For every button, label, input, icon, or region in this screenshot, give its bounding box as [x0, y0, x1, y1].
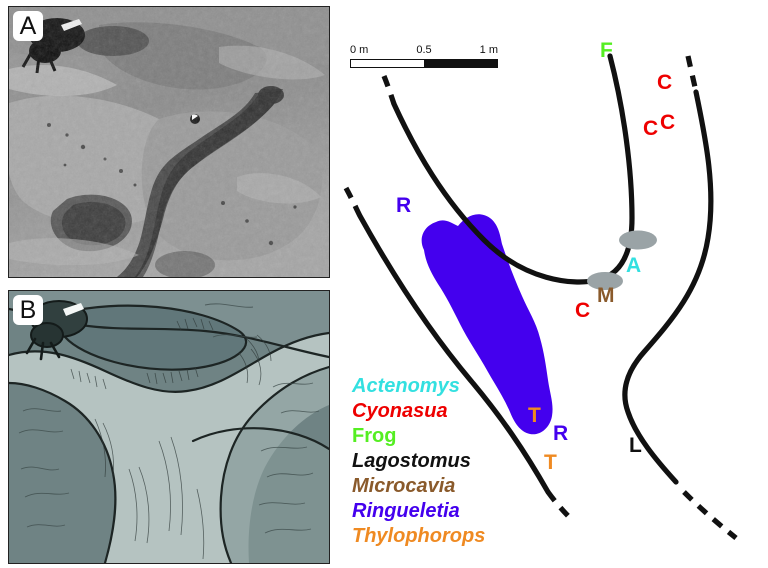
panel-c-map	[332, 0, 768, 568]
channel-margin-right-top-dashed	[685, 55, 699, 93]
map-marker-thylophorops: T	[528, 404, 541, 427]
channel-margin-right-bottom-dashed	[682, 490, 738, 541]
bone-ellipse	[619, 230, 657, 250]
panel-a-label: A	[13, 11, 43, 41]
map-marker-cyonasua: C	[575, 299, 591, 322]
map-marker-ringueletia: R	[396, 194, 412, 217]
map-marker-thylophorops: T	[544, 451, 557, 474]
legend-item-thylophorops: Thylophorops	[352, 525, 486, 547]
panel-a-image	[9, 7, 329, 277]
scale-bar-segment-white	[351, 60, 424, 67]
map-marker-microcavia: M	[597, 284, 615, 307]
map-marker-cyonasua: C	[657, 71, 673, 94]
map-marker-ringueletia: R	[553, 422, 569, 445]
channel-margin-left-dashed	[343, 186, 363, 218]
legend-item-lagostomus: Lagostomus	[352, 450, 471, 472]
map-marker-actenomys: A	[626, 254, 642, 277]
panel-b-line-drawing	[8, 290, 330, 564]
panel-b-image	[9, 291, 329, 563]
channel-margin-right	[622, 89, 714, 485]
scale-label-start: 0 m	[350, 44, 369, 56]
legend-item-frog: Frog	[352, 425, 397, 447]
scale-bar-labels: 0 m 0.5 1 m	[350, 44, 498, 59]
legend-item-cyonasua: Cyonasua	[352, 400, 448, 422]
map-marker-frog: F	[600, 39, 613, 62]
map-marker-cyonasua: C	[660, 111, 676, 134]
legend-item-microcavia: Microcavia	[352, 475, 456, 497]
scale-bar-graphic	[350, 59, 498, 68]
channel-margin-left	[357, 213, 551, 495]
map-canvas	[343, 53, 738, 541]
backpack-object-drawn	[25, 300, 88, 361]
channel-margin-upper-dashed	[381, 75, 397, 105]
map-marker-lagostomus: L	[629, 434, 642, 457]
scale-label-mid: 0.5	[416, 44, 432, 56]
map-marker-cyonasua: C	[643, 117, 659, 140]
bone-ellipse	[587, 272, 623, 290]
ringueletia-body-shape	[421, 214, 553, 435]
channel-margin-left-bottom-dashed	[545, 490, 576, 524]
legend-item-actenomys: Actenomys	[352, 375, 460, 397]
legend-item-ringueletia: Ringueletia	[352, 500, 460, 522]
panel-b-label: B	[13, 295, 43, 325]
scale-label-end: 1 m	[479, 44, 498, 56]
panel-a-photograph	[8, 6, 330, 278]
scale-bar-segment-black	[424, 60, 497, 67]
scale-bar: 0 m 0.5 1 m	[350, 44, 498, 68]
